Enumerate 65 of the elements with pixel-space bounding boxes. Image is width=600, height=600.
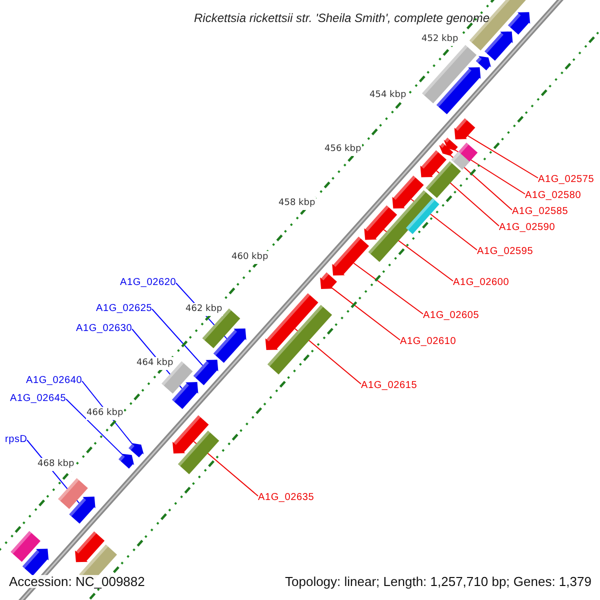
gene-feature xyxy=(265,293,318,350)
gene-feature xyxy=(364,205,398,240)
gene-feature xyxy=(436,67,481,114)
scale-label: 462 kbp xyxy=(184,302,224,316)
gene-block xyxy=(451,152,470,170)
gene-label: A1G_02595 xyxy=(477,244,534,258)
gene-feature xyxy=(22,548,49,576)
gene-feature xyxy=(392,176,424,209)
gene-block xyxy=(406,198,440,234)
gene-block xyxy=(58,478,88,509)
gene-block xyxy=(422,44,477,104)
gene-label: A1G_02610 xyxy=(400,334,456,348)
gene-label: A1G_02585 xyxy=(512,204,568,218)
gene-feature xyxy=(454,118,476,140)
scale-label: 466 kbp xyxy=(86,406,124,420)
gene-label: A1G_02625 xyxy=(96,302,152,314)
gene-label: A1G_02635 xyxy=(258,490,314,504)
gene-label: A1G_02640 xyxy=(26,374,82,386)
gene-feature xyxy=(484,31,513,61)
gene-label: A1G_02630 xyxy=(76,322,132,334)
gene-feature xyxy=(508,12,530,35)
title: Rickettsia rickettsii str. 'Sheila Smith', complete genome xyxy=(194,12,490,24)
leader-line xyxy=(152,308,204,366)
gene-block xyxy=(10,531,40,562)
gene-label: A1G_02605 xyxy=(423,308,480,322)
gene-feature xyxy=(438,142,454,156)
scale-label: 456 kbp xyxy=(324,142,362,156)
gene-label: A1G_02600 xyxy=(453,276,510,288)
leader-line xyxy=(66,398,124,456)
gene-feature xyxy=(75,531,105,562)
gene-block xyxy=(426,161,461,198)
leader-line xyxy=(331,287,400,340)
gene-feature xyxy=(193,360,218,386)
gene-feature xyxy=(172,415,209,454)
scale-label: 458 kbp xyxy=(278,196,316,210)
gene-block xyxy=(267,304,332,374)
gene-feature xyxy=(69,496,96,524)
gene-feature xyxy=(332,236,370,276)
scale-label: 460 kbp xyxy=(230,250,270,264)
gene-block xyxy=(178,430,220,474)
gene-label: A1G_02580 xyxy=(525,188,582,202)
scale-label: 452 kbp xyxy=(420,32,460,46)
leader-line xyxy=(353,262,424,314)
scale-label: 454 kbp xyxy=(368,88,408,102)
gene-label: A1G_02645 xyxy=(10,392,66,404)
leader-line xyxy=(450,154,512,210)
gene-block xyxy=(368,190,435,262)
gene-label: rpsD xyxy=(5,432,28,446)
genome-stats-text: Topology: linear; Length: 1,257,710 bp; Genes: 1,379 xyxy=(285,574,592,588)
accession-text: Accession: NC_009882 xyxy=(9,574,145,588)
gene-feature xyxy=(128,442,144,458)
gene-feature xyxy=(476,56,492,70)
leader-line xyxy=(467,135,538,178)
gene-feature xyxy=(172,382,198,410)
gene-feature xyxy=(444,138,458,151)
gene-feature xyxy=(320,272,337,289)
gene-feature xyxy=(420,150,446,178)
gene-label: A1G_02575 xyxy=(538,172,594,186)
scale-label: 468 kbp xyxy=(36,458,76,470)
gene-feature xyxy=(213,328,246,363)
gene-feature xyxy=(118,454,134,469)
gene-label: A1G_02620 xyxy=(120,276,176,288)
scale-label: 464 kbp xyxy=(136,356,174,370)
gene-label: A1G_02615 xyxy=(361,378,418,392)
gene-label: A1G_02590 xyxy=(499,220,556,234)
